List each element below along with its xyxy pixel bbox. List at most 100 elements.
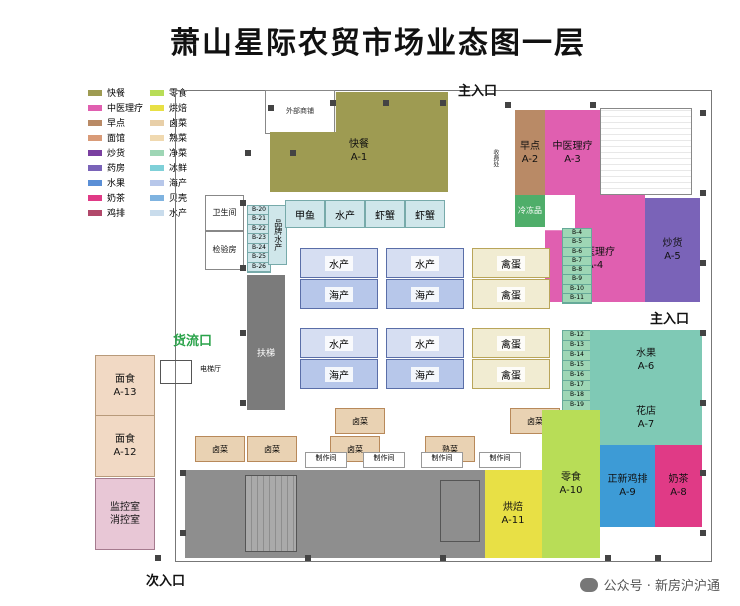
- luwei-stall-label: 卤菜: [347, 444, 363, 454]
- stall-block-half: 水产: [386, 248, 464, 278]
- b-stall-label: B-9: [563, 275, 591, 285]
- stairs-top-right: [600, 108, 692, 195]
- shop-lengdong[interactable]: 冷冻品: [515, 195, 545, 227]
- zhizuo-room: 制作间: [479, 452, 521, 468]
- legend-label: 贝壳: [169, 194, 188, 204]
- luwei-stall[interactable]: 卤菜: [195, 436, 245, 462]
- wall-post: [245, 150, 251, 156]
- wall-post: [383, 100, 389, 106]
- legend-swatch: [88, 134, 102, 141]
- wall-post: [180, 530, 186, 536]
- legend-item: 冰鲜: [150, 161, 187, 174]
- legend-label: 炒货: [107, 149, 126, 159]
- wall-post: [268, 105, 274, 111]
- shop-a11[interactable]: 烘焙 A-11: [484, 470, 542, 558]
- shop-a7[interactable]: 花店 A-7: [590, 390, 702, 445]
- main-entrance-right[interactable]: 主入口: [650, 312, 690, 327]
- shop-a9[interactable]: 正新鸡排 A-9: [600, 445, 655, 527]
- stall-block[interactable]: 水产海产: [386, 328, 464, 389]
- zhizuo-room: 制作间: [363, 452, 405, 468]
- wall-post: [290, 150, 296, 156]
- b-stall-label: B-4: [563, 229, 591, 239]
- wall-post: [700, 400, 706, 406]
- wall-post: [655, 555, 661, 561]
- luwei-stall-label: 卤菜: [264, 444, 280, 454]
- b-stall-label: B-7: [563, 257, 591, 266]
- stall-block-label: 水产: [325, 255, 353, 271]
- top-stall[interactable]: 虾蟹: [365, 200, 405, 228]
- luwei-stall-label: 卤菜: [212, 444, 228, 454]
- wall-post: [240, 400, 246, 406]
- shop-a13[interactable]: 面食 A-13: [95, 355, 155, 417]
- legend-swatch: [88, 209, 102, 216]
- top-stall-label: 甲鱼: [295, 210, 315, 222]
- room-waibao: 外部商铺: [265, 90, 335, 134]
- b-stall-label: B-11: [563, 294, 591, 303]
- luwei-stall[interactable]: 卤菜: [247, 436, 297, 462]
- wall-post: [700, 110, 706, 116]
- legend-label: 海产: [169, 179, 188, 189]
- stall-block-label: 禽蛋: [497, 366, 525, 382]
- bottom-stairs: [245, 475, 297, 552]
- top-stall[interactable]: 甲鱼: [285, 200, 325, 228]
- stall-block-half: 禽蛋: [472, 359, 550, 389]
- wall-post: [155, 555, 161, 561]
- shop-a2[interactable]: 早点 A-2: [515, 110, 545, 195]
- top-stall[interactable]: 虾蟹: [405, 200, 445, 228]
- shop-a6[interactable]: 水果 A-6: [590, 330, 702, 390]
- main-entrance-top[interactable]: 主入口: [458, 84, 498, 99]
- wall-post: [180, 470, 186, 476]
- stall-block-half: 海产: [386, 279, 464, 309]
- legend-label: 药房: [107, 164, 126, 174]
- legend-item: 水果: [88, 176, 125, 189]
- legend-item: 快餐: [88, 86, 125, 99]
- legend-item: 零食: [150, 86, 187, 99]
- wall-post: [700, 530, 706, 536]
- b-stall-label: B-15: [563, 361, 591, 371]
- legend-item: 净菜: [150, 146, 187, 159]
- luwei-stall[interactable]: 卤菜: [335, 408, 385, 434]
- stall-block-half: 水产: [300, 328, 378, 358]
- b-stall-label: B-23: [248, 234, 270, 244]
- legend-item: 卤菜: [150, 116, 187, 129]
- wall-post: [440, 100, 446, 106]
- b-stall-label: B-13: [563, 341, 591, 351]
- top-stalls-row: 甲鱼水产虾蟹虾蟹: [285, 200, 445, 228]
- legend-swatch: [150, 119, 164, 126]
- luwei-stall-label: 熟菜: [442, 444, 458, 454]
- b-stall-label: B-18: [563, 391, 591, 401]
- stall-block[interactable]: 水产海产: [300, 248, 378, 309]
- top-stall-label: 水产: [335, 210, 355, 222]
- stall-block-half: 禽蛋: [472, 248, 550, 278]
- escalator-area: [247, 275, 285, 410]
- legend-swatch: [150, 209, 164, 216]
- stall-block-label: 禽蛋: [497, 335, 525, 351]
- legend-swatch: [88, 104, 102, 111]
- zhizuo-room: 制作间: [421, 452, 463, 468]
- stall-block-half: 禽蛋: [472, 328, 550, 358]
- stall-block-label: 禽蛋: [497, 255, 525, 271]
- secondary-entrance[interactable]: 次入口: [146, 574, 186, 589]
- stall-block[interactable]: 水产海产: [300, 328, 378, 389]
- stall-block[interactable]: 水产海产: [386, 248, 464, 309]
- top-stall[interactable]: 水产: [325, 200, 365, 228]
- shop-a10[interactable]: 零食 A-10: [542, 410, 600, 558]
- room-weishengjian: 卫生间: [205, 195, 244, 232]
- legend-item: 海产: [150, 176, 187, 189]
- stall-block[interactable]: 禽蛋禽蛋: [472, 328, 550, 389]
- wall-post: [505, 102, 511, 108]
- stall-block-half: 海产: [386, 359, 464, 389]
- shop-a5[interactable]: 炒货 A-5: [645, 198, 700, 302]
- building-outline: [175, 90, 712, 562]
- central-blocks: 水产海产水产海产禽蛋禽蛋水产海产水产海产禽蛋禽蛋: [300, 248, 550, 389]
- shop-a8[interactable]: 奶茶 A-8: [655, 445, 702, 527]
- stall-block-label: 海产: [411, 286, 439, 302]
- b-stall-label: B-12: [563, 331, 591, 341]
- shop-a3[interactable]: 中医理疗 A-3: [545, 110, 600, 195]
- legend-label: 熟菜: [169, 134, 188, 144]
- stall-block[interactable]: 禽蛋禽蛋: [472, 248, 550, 309]
- wall-post: [700, 330, 706, 336]
- shop-a12[interactable]: 面食 A-12: [95, 415, 155, 477]
- room-jiankong[interactable]: 监控室 消控室: [95, 478, 155, 550]
